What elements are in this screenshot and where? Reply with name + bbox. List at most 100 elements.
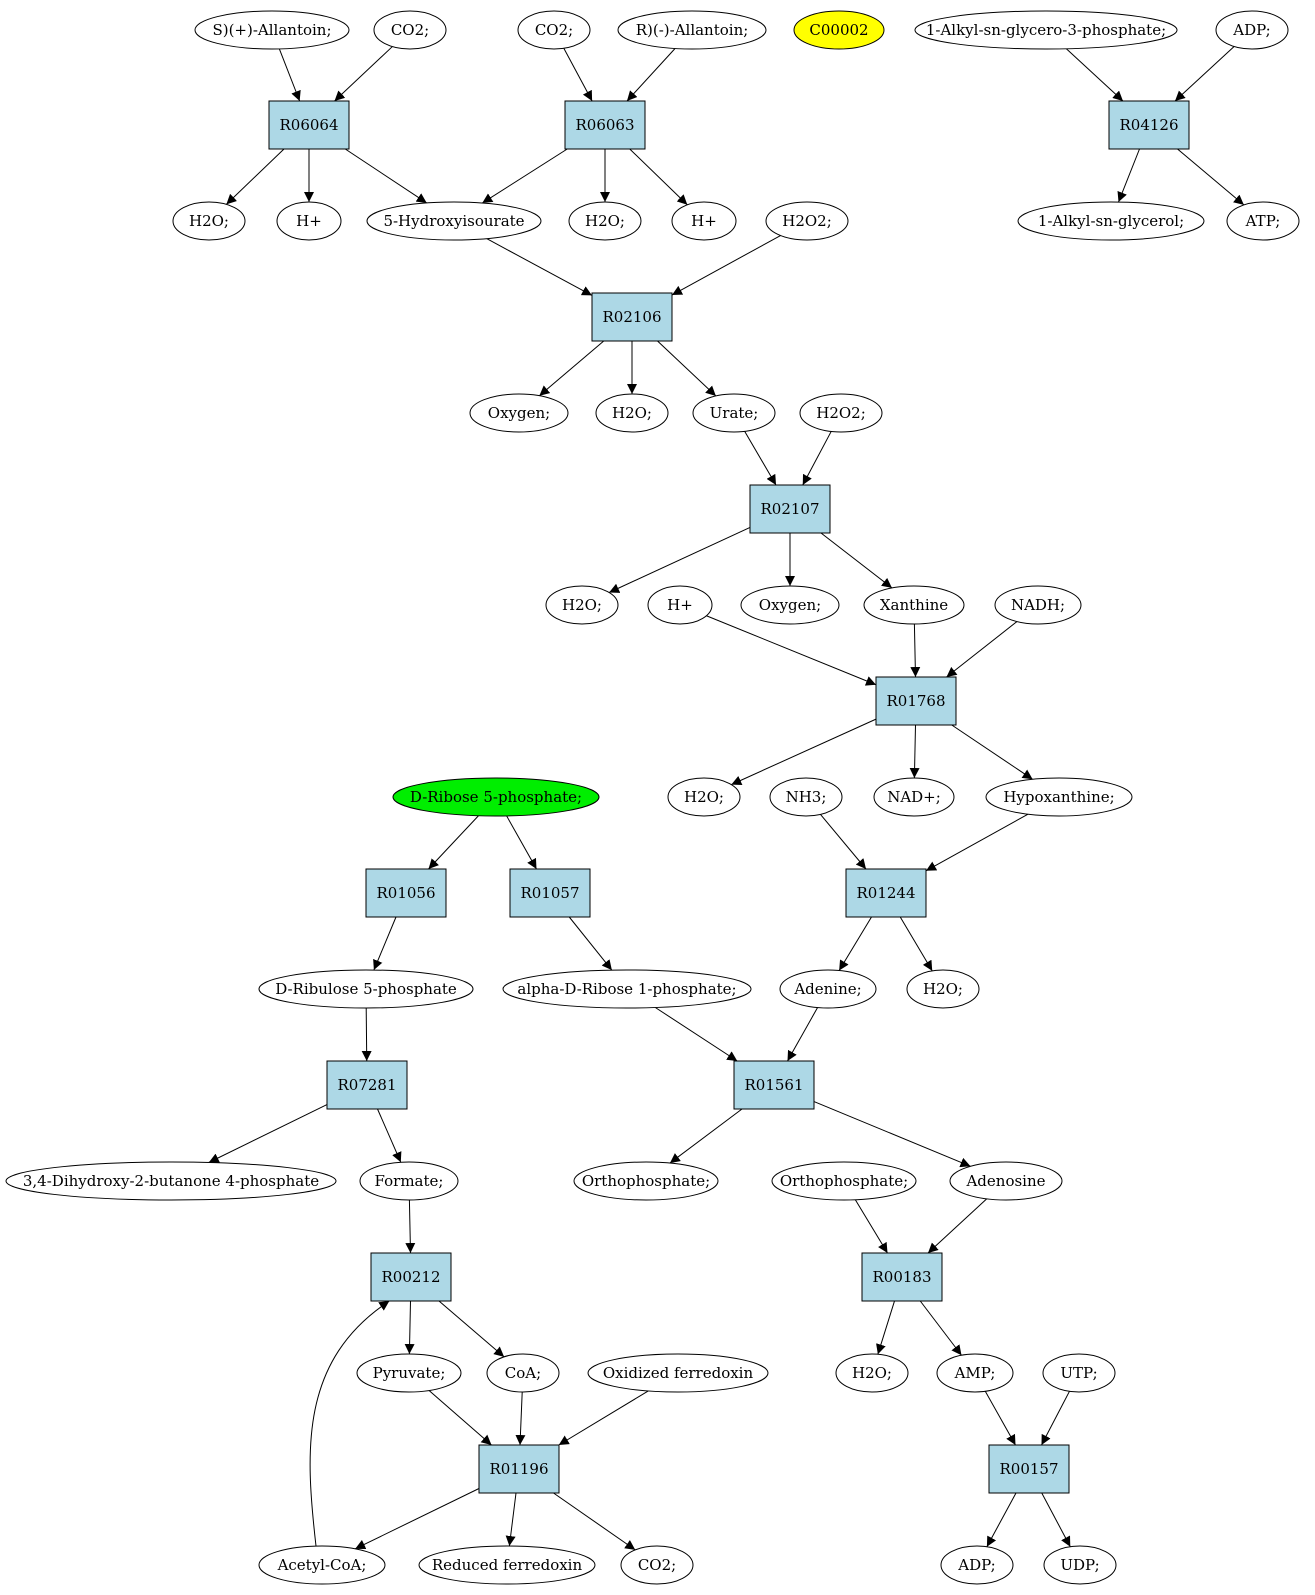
compound-label: Orthophosphate; [780, 1172, 908, 1190]
compound-label: Formate; [375, 1172, 444, 1190]
edge-arrow [1041, 1391, 1070, 1446]
edge-arrow [910, 623, 921, 678]
compound-label: NH3; [786, 788, 827, 806]
compound-node: D-Ribulose 5-phosphate [258, 969, 474, 1009]
compound-node: C00002 [793, 10, 885, 50]
edge-arrow [334, 46, 393, 102]
compound-ellipse [1226, 201, 1300, 241]
compound-ellipse [617, 10, 767, 50]
compound-label: H+ [667, 596, 693, 614]
reaction-box [875, 676, 957, 726]
compound-label: Oxidized ferredoxin [603, 1364, 754, 1382]
compound-label: H2O2; [816, 404, 866, 422]
edge-arrow [208, 1104, 328, 1163]
edge-arrow [927, 1198, 988, 1254]
compound-label: Hypoxanthine; [1003, 788, 1114, 806]
compound-node: Oxygen; [469, 393, 569, 433]
compound-node: H+ [647, 585, 713, 625]
compound-label: H2O2; [782, 212, 832, 230]
compound-ellipse [469, 393, 569, 433]
compound-ellipse [595, 393, 669, 433]
edge-arrow [278, 48, 301, 102]
compound-node: 5-Hydroxyisourate [366, 201, 542, 241]
reaction-box [1108, 100, 1190, 150]
compound-ellipse [545, 585, 619, 625]
compound-ellipse [771, 1161, 917, 1201]
compound-node: 3,4-Dihydroxy-2-butanone 4-phosphate [5, 1161, 337, 1201]
edge-arrow [608, 527, 751, 593]
reaction-label: R01561 [744, 1076, 803, 1094]
edge-arrow [1177, 148, 1245, 206]
edge-arrow [1041, 1492, 1071, 1547]
compound-ellipse [647, 585, 713, 625]
compound-ellipse [373, 10, 447, 50]
compound-ellipse [914, 10, 1178, 50]
compound-node: UTP; [1042, 1353, 1116, 1393]
compound-ellipse [873, 777, 955, 817]
compound-node: Orthophosphate; [573, 1161, 719, 1201]
compound-node: R)(-)-Allantoin; [617, 10, 767, 50]
compound-ellipse [418, 1545, 596, 1585]
edge-arrow [787, 1007, 819, 1062]
reaction-box [733, 1060, 815, 1110]
reaction-label: R06063 [575, 116, 634, 134]
compound-label: CO2; [535, 21, 573, 39]
compound-label: H2O; [562, 596, 602, 614]
compound-label: D-Ribose 5-phosphate; [410, 788, 582, 806]
reaction-node: R01056 [365, 868, 447, 918]
compound-ellipse [1215, 10, 1289, 50]
compound-node: ADP; [940, 1545, 1014, 1585]
edge-arrow [558, 1390, 649, 1446]
compound-node: H2O2; [765, 201, 849, 241]
reaction-label: R01244 [856, 884, 915, 902]
compound-node: CO2; [373, 10, 447, 50]
reaction-node: R00212 [370, 1252, 452, 1302]
edge-arrow [505, 1492, 517, 1547]
edge-arrow [563, 48, 593, 102]
edge-arrow [1117, 148, 1140, 203]
reaction-node: R02106 [591, 292, 673, 342]
reaction-box [509, 868, 591, 918]
reaction-box [478, 1444, 560, 1494]
reaction-node: R01768 [875, 676, 957, 726]
compound-node: Acetyl-CoA; [258, 1545, 386, 1585]
compound-ellipse [769, 777, 843, 817]
compound-label: Pyruvate; [373, 1364, 446, 1382]
edge-arrow [925, 813, 1029, 872]
edge-arrow [506, 815, 537, 870]
compound-node: Formate; [359, 1161, 459, 1201]
edge-arrow [486, 238, 593, 296]
compound-label: CoA; [505, 1364, 541, 1382]
reaction-node: R01196 [478, 1444, 560, 1494]
compound-ellipse [835, 1353, 909, 1393]
compound-ellipse [194, 10, 350, 50]
compound-label: ATP; [1245, 212, 1281, 230]
compound-label: H+ [296, 212, 322, 230]
compound-ellipse [1042, 1353, 1116, 1393]
compound-ellipse [573, 1161, 719, 1201]
compound-ellipse [1017, 201, 1205, 241]
compound-ellipse [568, 201, 642, 241]
edge-arrow [951, 724, 1033, 780]
compound-node: UDP; [1043, 1545, 1117, 1585]
edge-arrow [515, 1391, 526, 1446]
edge-arrow [820, 814, 867, 870]
compound-node: D-Ribose 5-phosphate; [392, 777, 600, 817]
reaction-label: R02107 [760, 500, 819, 518]
edge-arrow [986, 1492, 1017, 1547]
edge-arrow [361, 1007, 372, 1062]
compound-node: Xanthine [863, 585, 965, 625]
reaction-node: R01244 [845, 868, 927, 918]
compound-label: ADP; [957, 1556, 995, 1574]
edge-arrow [553, 1492, 636, 1551]
reaction-box [591, 292, 673, 342]
compound-label: Xanthine [880, 596, 948, 614]
compound-node: NADH; [994, 585, 1082, 625]
compound-ellipse [258, 969, 474, 1009]
compound-node: Hypoxanthine; [985, 777, 1133, 817]
compound-label: H2O; [585, 212, 625, 230]
compound-label: S)(+)-Allantoin; [212, 21, 331, 39]
compound-node: H2O; [568, 201, 642, 241]
compound-node: CoA; [486, 1353, 560, 1393]
